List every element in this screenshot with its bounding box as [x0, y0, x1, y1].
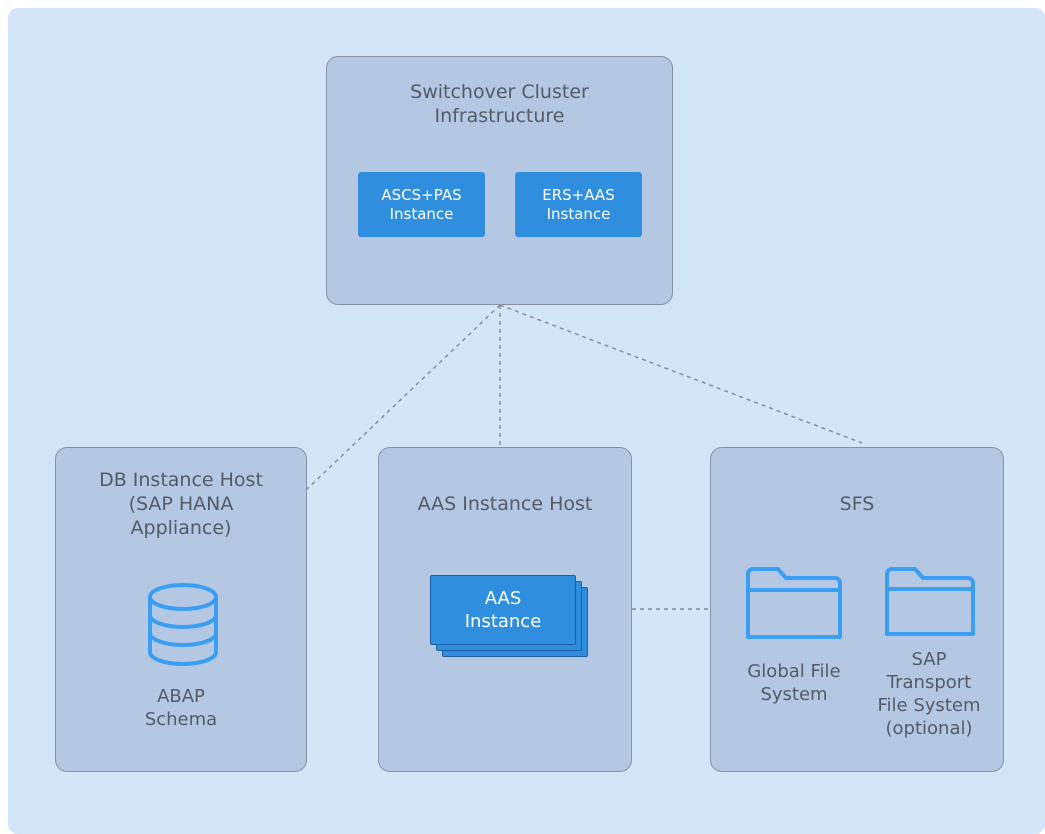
switchover-cluster-title: Switchover Cluster Infrastructure [410, 81, 589, 127]
connector-top-sfs [499, 304, 863, 444]
sfs-title: SFS [839, 493, 875, 515]
database-icon [148, 583, 218, 666]
aas-instance-stack: AAS Instance [430, 575, 576, 645]
ers-aas-instance: ERS+AAS Instance [515, 172, 642, 237]
aas-instance-host-title: AAS Instance Host [417, 493, 593, 515]
db-instance-host-box: DB Instance Host (SAP HANA Appliance) AB… [55, 447, 307, 772]
aas-instance-host-box: AAS Instance Host AAS Instance [378, 447, 632, 772]
folder-icon [746, 567, 842, 639]
ascs-pas-instance: ASCS+PAS Instance [358, 172, 485, 237]
sap-transport-file-system-label: SAP Transport File System (optional) [877, 649, 981, 739]
folder-icon [885, 567, 975, 636]
switchover-cluster-box: Switchover Cluster Infrastructure ASCS+P… [326, 56, 673, 305]
global-file-system-label: Global File System [747, 661, 841, 705]
abap-schema-label: ABAP Schema [144, 686, 218, 730]
db-instance-host-title: DB Instance Host (SAP HANA Appliance) [99, 469, 263, 539]
sfs-box: SFS Global File System SAP Transport Fil… [710, 447, 1004, 772]
